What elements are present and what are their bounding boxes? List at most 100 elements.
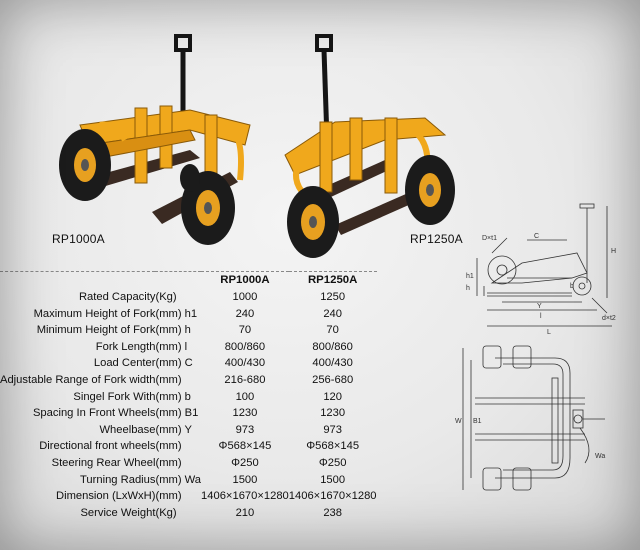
rp1000a-truck-image xyxy=(59,34,251,245)
frame-icon xyxy=(79,105,251,186)
spec-value-rp1000a: 973 xyxy=(235,423,255,436)
table-row: Wheelbase(mm) Y 973 973 xyxy=(0,422,377,439)
spec-value-rp1250a: Φ250 xyxy=(318,456,347,469)
spec-unit: (mm) B1 xyxy=(155,407,199,420)
spec-unit: (mm) l xyxy=(155,340,188,353)
spec-value-rp1250a: 973 xyxy=(323,423,342,436)
spec-name: Minimum Height of Fork xyxy=(36,324,156,337)
dim-label: h xyxy=(466,285,470,292)
spec-value-rp1000a: Φ568×145 xyxy=(218,440,272,453)
spec-unit: (mm) C xyxy=(155,357,193,370)
spec-value-rp1000a: 1230 xyxy=(232,407,258,420)
spec-name: Spacing In Front Wheels xyxy=(32,407,156,420)
spec-value-rp1000a: 1500 xyxy=(232,473,258,486)
spec-name: Load Center xyxy=(93,357,156,370)
spec-value-rp1000a: 100 xyxy=(235,390,255,403)
spec-unit: (Kg) xyxy=(155,506,177,519)
dim-label: Y xyxy=(537,303,542,310)
rp1000a-caption: RP1000A xyxy=(52,232,105,246)
dim-label: l xyxy=(540,313,542,320)
spec-unit: (mm) Y xyxy=(155,423,192,436)
spec-name: Steering Rear Wheel xyxy=(51,456,156,469)
spec-name: Adjustable Range of Fork width xyxy=(0,373,156,386)
spec-value-rp1000a: 400/430 xyxy=(224,357,266,370)
spec-unit: (mm) xyxy=(155,490,182,503)
spec-name: Service Weight xyxy=(80,506,156,519)
table-header-rp1250a: RP1250A xyxy=(288,271,377,289)
spec-unit: (mm) xyxy=(155,373,182,386)
table-row: Fork Length(mm) l 800/860 800/860 xyxy=(0,339,377,356)
dim-label: H xyxy=(611,248,616,255)
dim-label: C xyxy=(534,233,539,240)
spec-value-rp1000a: 210 xyxy=(235,506,255,519)
spec-name: Turning Radius xyxy=(80,473,156,486)
table-row: Service Weight(Kg) 210 238 xyxy=(0,505,377,522)
dim-label: Wa xyxy=(595,453,605,460)
spec-name: Directional front wheels xyxy=(39,440,156,453)
spec-value-rp1000a: 1000 xyxy=(232,291,258,303)
table-row: Spacing In Front Wheels(mm) B1 1230 1230 xyxy=(0,405,377,422)
spec-unit: (mm) xyxy=(155,456,182,469)
spec-value-rp1250a: 800/860 xyxy=(312,340,353,353)
right-wheel-icon xyxy=(405,155,455,225)
spec-value-rp1000a: 1406×1670×1280 xyxy=(201,490,289,503)
spec-value-rp1250a: 120 xyxy=(323,390,342,403)
spec-name: Dimension (LxWxH) xyxy=(56,490,156,503)
top-view-diagram: W B1 Wa xyxy=(455,345,605,491)
spec-value-rp1000a: Φ250 xyxy=(231,456,259,469)
spec-value-rp1250a: 1230 xyxy=(320,407,346,420)
spec-unit: (mm) h1 xyxy=(155,307,198,320)
table-header xyxy=(0,271,156,289)
spec-unit: (mm) b xyxy=(155,390,191,403)
table-row: Adjustable Range of Fork width(mm) 216-68… xyxy=(0,372,377,389)
spec-unit: (mm) xyxy=(155,440,182,453)
spec-value-rp1000a: 70 xyxy=(238,324,252,337)
dim-label: b xyxy=(570,283,574,290)
rp1250a-truck-image xyxy=(284,34,455,258)
spec-value-rp1250a: 1250 xyxy=(320,291,346,303)
table-header-rp1000a: RP1000A xyxy=(201,271,289,289)
spec-value-rp1250a: 240 xyxy=(323,307,342,320)
spec-name: Fork Length xyxy=(95,340,156,353)
table-header-row: RP1000A RP1250A xyxy=(0,271,377,289)
dim-label: h1 xyxy=(466,273,474,280)
table-header xyxy=(155,271,202,289)
spec-value-rp1250a: 1406×1670×1280 xyxy=(288,490,377,503)
spec-unit: (mm) Wa xyxy=(155,473,202,486)
table-row: Steering Rear Wheel(mm) Φ250 Φ250 xyxy=(0,455,377,472)
spec-value-rp1250a: 256-680 xyxy=(312,373,354,386)
dim-label: D×t1 xyxy=(482,235,497,242)
spec-value-rp1000a: 216-680 xyxy=(224,373,266,386)
table-row: Load Center(mm) C 400/430 400/430 xyxy=(0,355,377,372)
spec-value-rp1250a: 1500 xyxy=(320,473,346,486)
spec-value-rp1250a: 70 xyxy=(326,324,339,337)
table-row: Turning Radius(mm) Wa 1500 1500 xyxy=(0,472,377,489)
spec-name: Singel Fork With xyxy=(73,390,156,403)
spec-name: Maximum Height of Fork xyxy=(33,307,156,320)
spec-value-rp1250a: 238 xyxy=(323,506,342,519)
dim-label: W xyxy=(455,418,462,425)
dim-label: B1 xyxy=(473,418,482,425)
side-view-diagram: H h1 h D×t1 C L l Y d×t2 b xyxy=(466,203,616,336)
table-row: Rated Capacity(Kg) 1000 1250 xyxy=(0,289,377,306)
spec-value-rp1000a: 800/860 xyxy=(224,340,266,353)
spec-value-rp1000a: 240 xyxy=(235,307,255,320)
steer-wheel-icon xyxy=(180,164,200,192)
spec-name: Wheelbase xyxy=(99,423,156,436)
left-wheel-icon xyxy=(59,129,111,201)
dim-label: L xyxy=(547,329,551,336)
spec-value-rp1250a: 400/430 xyxy=(312,357,353,370)
table-row: Maximum Height of Fork(mm) h1 240 240 xyxy=(0,306,377,323)
left-wheel-icon xyxy=(287,186,339,258)
table-row: Directional front wheels(mm) Φ568×145 Φ568… xyxy=(0,438,377,455)
spec-value-rp1250a: Φ568×145 xyxy=(306,440,360,453)
spec-unit: (Kg) xyxy=(155,291,177,303)
dim-label: d×t2 xyxy=(602,315,616,322)
table-row: Singel Fork With(mm) b 100 120 xyxy=(0,389,377,406)
spec-name: Rated Capacity xyxy=(78,291,156,303)
rp1250a-caption: RP1250A xyxy=(410,232,463,246)
